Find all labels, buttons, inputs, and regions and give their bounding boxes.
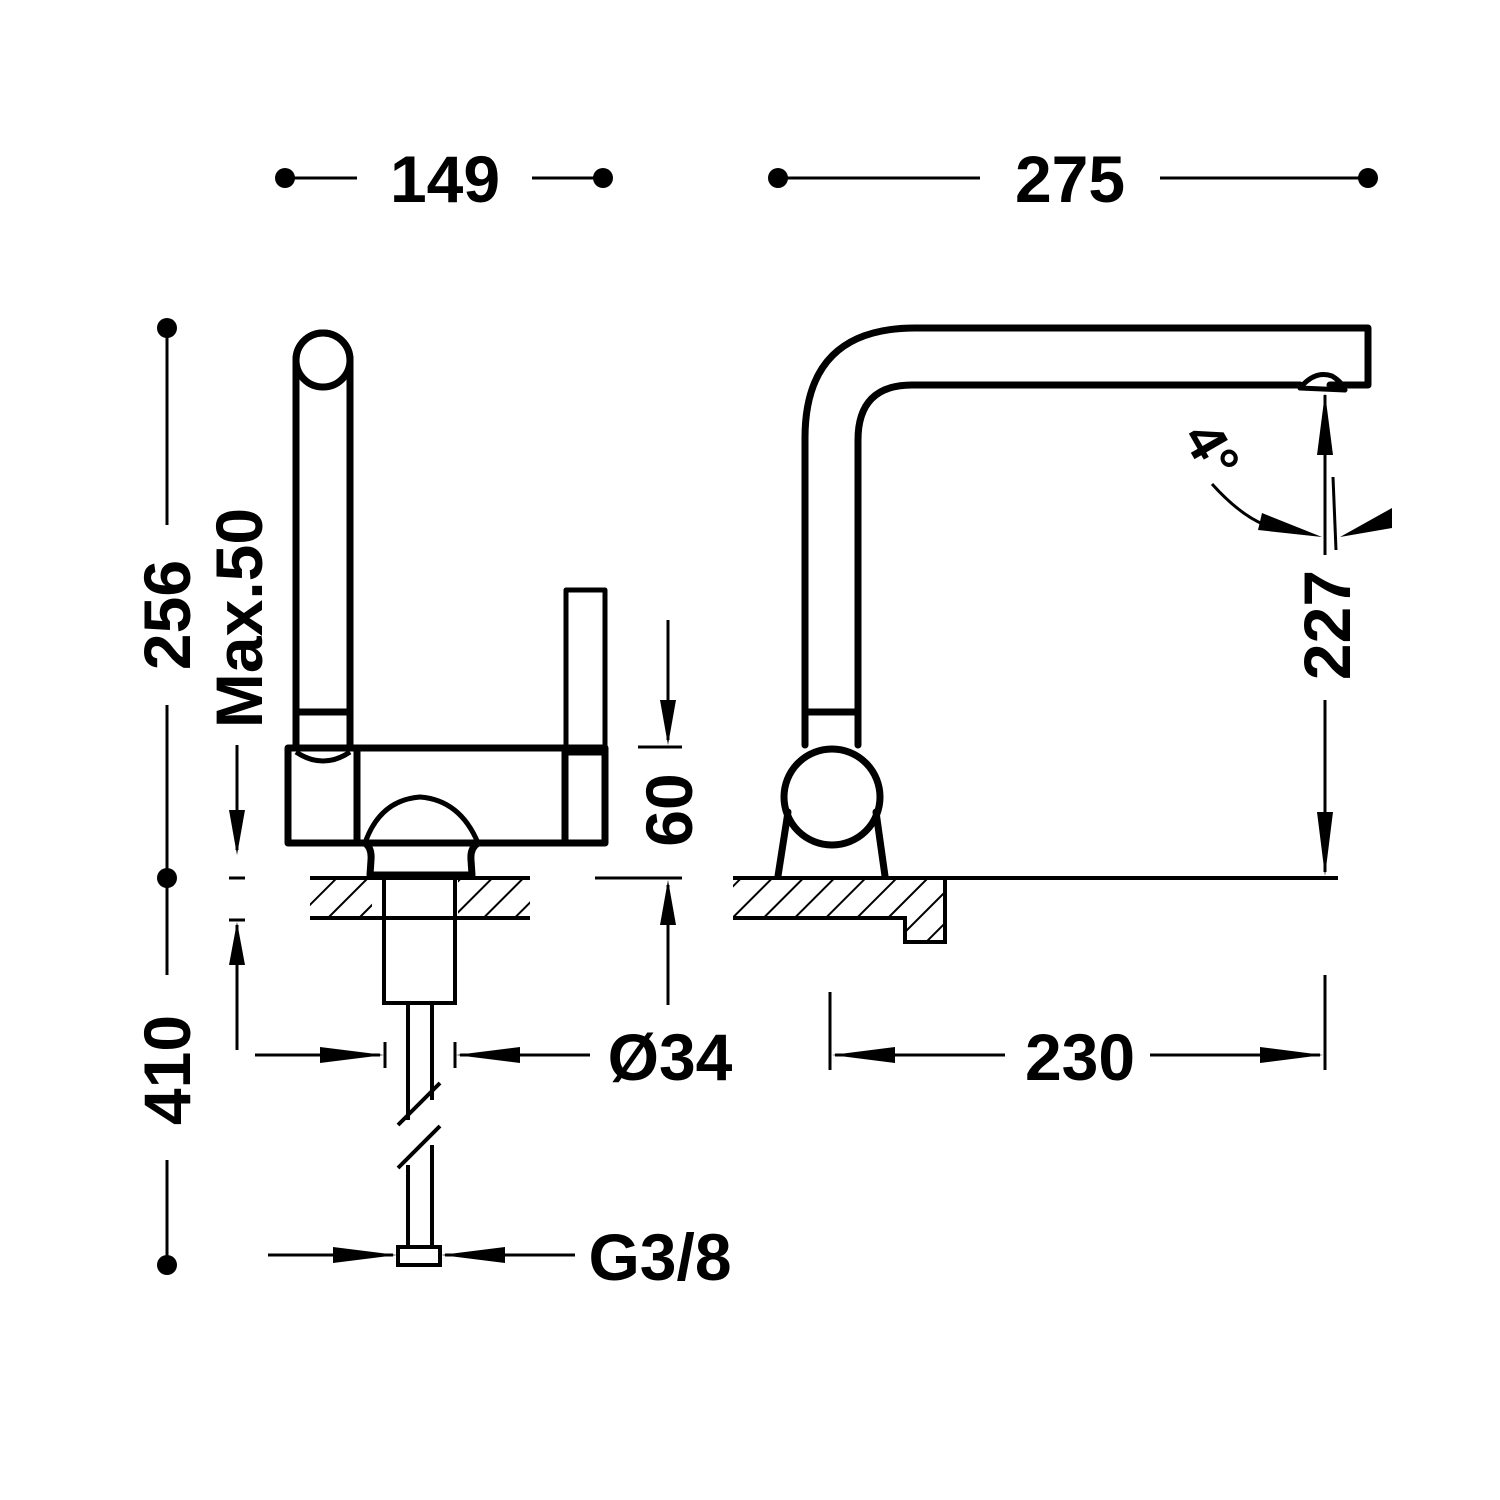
dimension-227: 227 <box>1290 393 1364 876</box>
dimension-label: Ø34 <box>608 1020 733 1094</box>
dimension-label: 4° <box>1171 411 1252 489</box>
front-view-faucet <box>284 329 609 1267</box>
dimension-label: G3/8 <box>588 1220 731 1294</box>
dimension-connection: G3/8 <box>268 1220 732 1294</box>
dimension-angle-4: 4° <box>1171 411 1392 551</box>
dimension-max50: Max.50 <box>202 508 276 1050</box>
dimension-256-410: 256 410 <box>130 318 204 1275</box>
side-view-faucet <box>733 324 1372 944</box>
dimension-label: 230 <box>1025 1020 1135 1094</box>
dimension-275: 275 <box>768 142 1378 216</box>
dimension-230: 230 <box>828 975 1327 1094</box>
dimension-label: 60 <box>632 773 706 846</box>
dimension-label: 256 <box>130 560 204 670</box>
dimension-diameter-34: Ø34 <box>255 1020 733 1094</box>
dimension-149: 149 <box>275 142 613 216</box>
dimension-60: 60 <box>595 620 706 1005</box>
dimension-label: Max.50 <box>202 508 276 728</box>
dimension-label: 227 <box>1290 570 1364 680</box>
dimension-label: 275 <box>1015 142 1125 216</box>
dimension-label: 149 <box>390 142 500 216</box>
dimension-label: 410 <box>130 1015 204 1125</box>
